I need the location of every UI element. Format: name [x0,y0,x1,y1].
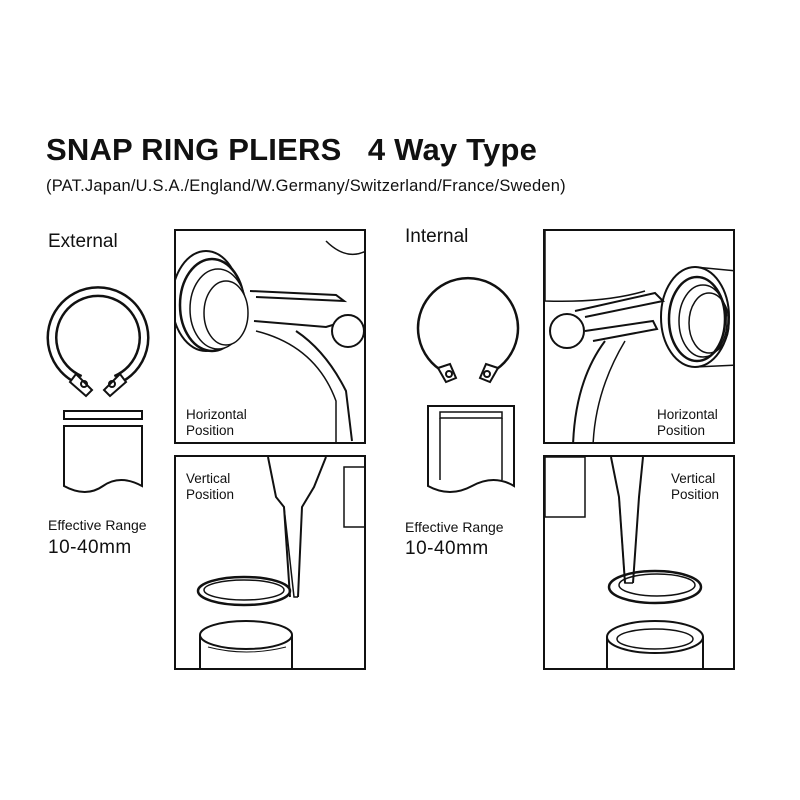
internal-vertical-panel: Vertical Position [543,455,735,670]
internal-horizontal-label: Horizontal Position [657,407,718,438]
internal-range-label: Effective Range [405,519,504,535]
internal-snap-ring-icon [416,276,520,384]
external-section-label: External [48,231,118,252]
internal-vertical-illustration [545,457,704,668]
internal-horizontal-illustration [545,231,733,442]
internal-section-label: Internal [405,226,469,247]
internal-range-value: 10-40mm [405,538,489,559]
external-vertical-label: Vertical Position [186,471,235,502]
external-horizontal-illustration [176,240,364,442]
external-shaft-icon [63,410,143,493]
internal-vertical-label: Vertical Position [671,471,720,502]
internal-bore-icon [427,405,515,493]
title-main: SNAP RING PLIERS [46,132,342,167]
external-range-label: Effective Range [48,517,147,533]
patent-countries: (PAT.Japan/U.S.A./England/W.Germany/Swit… [46,177,566,195]
external-horizontal-label: Horizontal Position [186,407,247,438]
external-snap-ring-icon [46,286,150,398]
external-vertical-panel: Vertical Position [174,455,366,670]
external-range-value: 10-40mm [48,537,132,558]
external-vertical-illustration [196,457,364,668]
external-horizontal-panel: Horizontal Position [174,229,366,444]
title-type: 4 Way Type [367,132,538,167]
internal-horizontal-panel: Horizontal Position [543,229,735,444]
page-title: SNAP RING PLIERS 4 Way Type [46,132,537,168]
